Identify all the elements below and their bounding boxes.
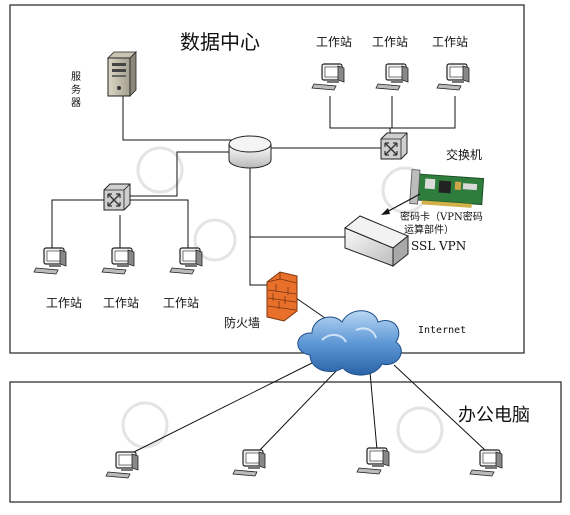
- office-pc-icon: [469, 449, 503, 477]
- office-frame: [9, 381, 562, 503]
- crypto-card-arrow: [382, 193, 421, 215]
- server-icon: [107, 51, 137, 97]
- ssl-vpn-label: SSL VPN: [411, 239, 466, 253]
- ssl-vpn-device-icon: [344, 215, 409, 268]
- office-pc-icon: [356, 447, 390, 475]
- crypto-card-label: 运算部件）: [404, 223, 454, 236]
- workstation-icon: [436, 63, 470, 91]
- network-links: [51, 92, 486, 456]
- workstation-icon: [101, 247, 135, 275]
- datacenter-title: 数据中心: [180, 30, 260, 54]
- switch-icon: [380, 132, 408, 160]
- workstation-label: 工作站: [316, 35, 352, 49]
- left-workstations: 工作站 工作站 工作站: [33, 247, 203, 310]
- router-icon: [228, 135, 272, 169]
- datacenter-frame: [9, 4, 525, 354]
- office-computers: [105, 447, 503, 479]
- switch-icon: [103, 183, 131, 211]
- internet-label: Internet: [418, 325, 466, 336]
- workstation-label: 工作站: [103, 296, 139, 310]
- office-pc-icon: [232, 449, 266, 477]
- workstation-icon: [169, 247, 203, 275]
- svg-text:务: 务: [71, 83, 81, 96]
- top-workstations: 工作站 工作站 工作站: [311, 35, 470, 91]
- internet-cloud-icon: [297, 310, 402, 376]
- office-title: 办公电脑: [458, 405, 530, 426]
- workstation-icon: [33, 247, 67, 275]
- workstation-label: 工作站: [432, 35, 468, 49]
- server-label: 服 务 器: [71, 71, 81, 109]
- firewall-icon: [266, 271, 298, 322]
- svg-text:器: 器: [71, 97, 81, 109]
- crypto-card-icon: [409, 169, 485, 208]
- workstation-label: 工作站: [46, 296, 82, 310]
- office-pc-icon: [105, 451, 139, 479]
- crypto-card-label: 密码卡（VPN密码: [400, 210, 483, 223]
- switch-label: 交换机: [446, 147, 482, 162]
- firewall-label: 防火墙: [224, 315, 260, 330]
- svg-text:服: 服: [71, 71, 81, 83]
- workstation-icon: [375, 63, 409, 91]
- workstation-icon: [311, 63, 345, 91]
- workstation-label: 工作站: [163, 296, 199, 310]
- workstation-label: 工作站: [372, 35, 408, 49]
